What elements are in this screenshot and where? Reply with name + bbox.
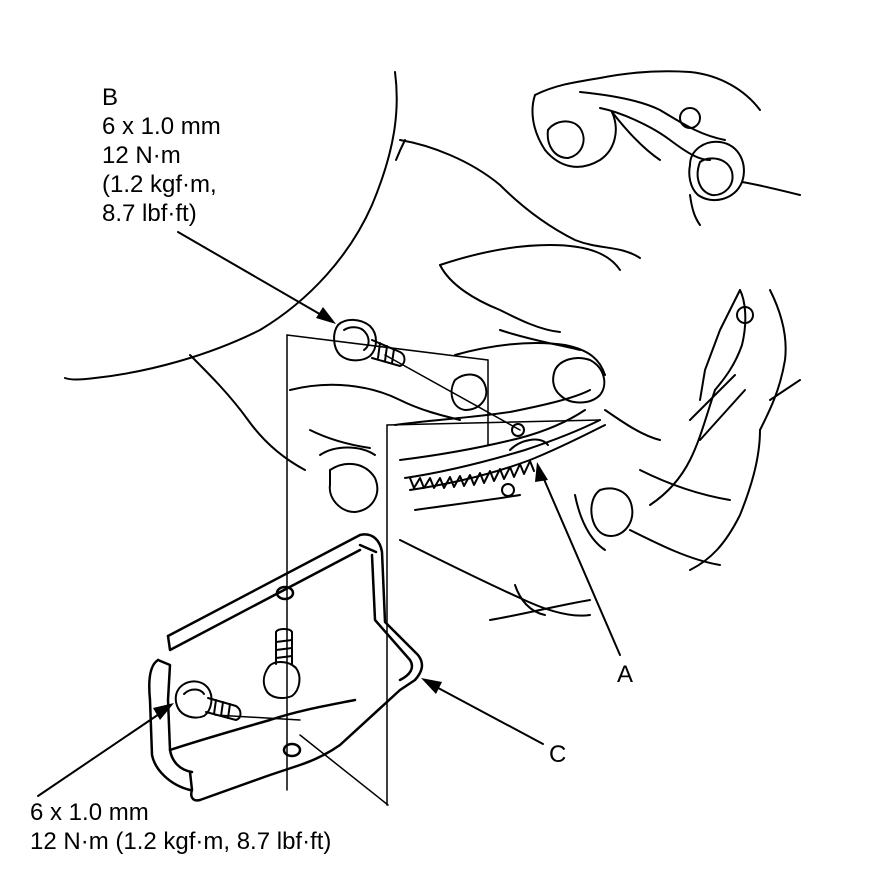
arrowhead-bottom-bolt <box>153 703 174 720</box>
right-frame-mount <box>649 289 801 571</box>
leader-bottom-bolt <box>37 707 169 797</box>
arrowheads <box>153 307 548 720</box>
callout-bottom-size: 6 x 1.0 mm <box>30 799 149 826</box>
callout-b: B 6 x 1.0 mm 12 N·m (1.2 kgf·m, 8.7 lbf·… <box>102 83 221 228</box>
bolt-b[interactable] <box>333 318 406 367</box>
callout-b-kgf: (1.2 kgf·m, <box>102 171 217 198</box>
bolt-lower-left[interactable] <box>174 680 242 721</box>
crossmember <box>319 409 731 621</box>
callout-b-size: 6 x 1.0 mm <box>102 113 221 140</box>
engine-block-outline <box>64 71 641 471</box>
leader-c <box>426 681 544 745</box>
bolt-cover-center[interactable] <box>262 628 301 699</box>
callout-bottom-torque: 12 N·m (1.2 kgf·m, 8.7 lbf·ft) <box>30 828 332 855</box>
upper-right-housing <box>531 70 801 226</box>
transmission-housing <box>289 244 621 449</box>
arrowhead-b <box>316 307 336 324</box>
callout-a-letter: A <box>617 661 634 688</box>
callout-c-letter: C <box>549 741 567 768</box>
callout-bottom-bolt: 6 x 1.0 mm 12 N·m (1.2 kgf·m, 8.7 lbf·ft… <box>30 798 331 856</box>
leader-lines <box>37 231 621 797</box>
arrowhead-a <box>535 462 548 482</box>
callout-b-torque: 12 N·m <box>102 142 181 169</box>
callout-b-lbf: 8.7 lbf·ft) <box>102 200 197 227</box>
leader-a <box>539 469 621 656</box>
leader-b <box>177 231 331 321</box>
ring-gear <box>394 389 606 497</box>
arrowhead-c <box>421 678 442 694</box>
callout-b-letter: B <box>102 84 119 111</box>
cover-c[interactable] <box>148 533 424 802</box>
